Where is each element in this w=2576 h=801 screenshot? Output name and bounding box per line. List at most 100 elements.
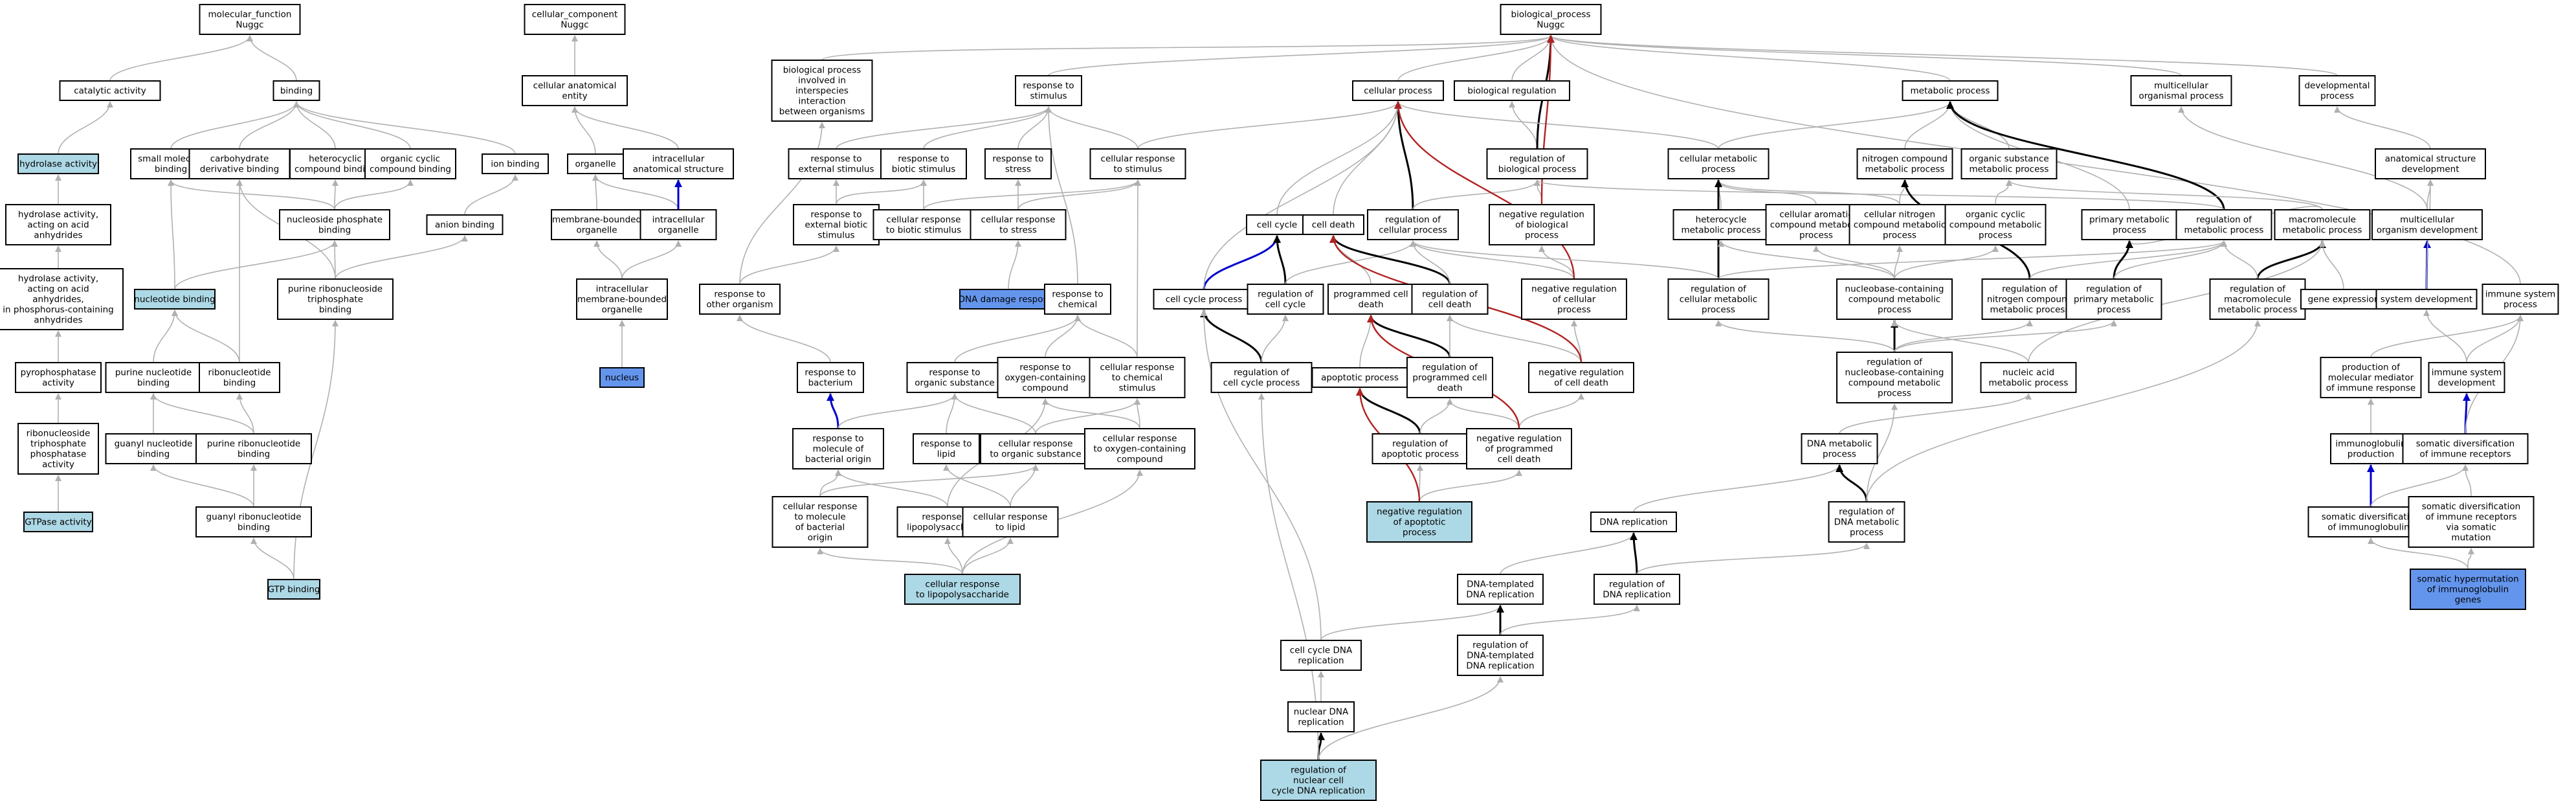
is-a-edge-resp-organic-to-resp-chem [954, 315, 1081, 363]
go-term-node-anion: anion binding [426, 214, 504, 235]
go-term-label-line: cellular_component [532, 9, 617, 19]
is-a-edge-nucphos-bind-to-smallmol [168, 179, 335, 210]
go-term-node-nucleotide-bind: nucleotide binding [134, 289, 216, 310]
is-a-edge-nucleotide-bind-to-smallmol [168, 179, 175, 290]
is-a-edge-guanyl-ribont-to-guanyl-nt [150, 464, 254, 508]
go-term-label-line: negative regulation [1538, 367, 1624, 378]
go-term-label-line: between organisms [779, 106, 865, 117]
go-term-node-cell-proc: cellular process [1352, 80, 1444, 101]
go-term-label-line: phosphatase [30, 449, 87, 459]
go-term-box [1489, 204, 1595, 245]
go-term-box [2130, 75, 2232, 106]
go-term-label-line: response to [714, 289, 765, 299]
go-term-label-line: to oxygen-containing [1094, 444, 1186, 454]
is-a-edge-shm-ig-to-som-div-mut [2467, 548, 2474, 570]
go-term-label-line: cellular nitrogen [1864, 209, 1935, 220]
go-term-box [105, 433, 202, 464]
go-term-label-line: hydrolase activity, [18, 273, 98, 284]
go-term-box [59, 80, 161, 101]
go-term-label-line: regulation of [2086, 284, 2142, 294]
go-term-label-line: regulation of [2196, 214, 2252, 225]
go-term-box [426, 214, 504, 235]
go-term-label-line: metabolic process [1911, 85, 1990, 96]
go-term-box [1247, 284, 1324, 315]
go-term-label-line: nitrogen compound [1987, 294, 2072, 304]
go-term-node-catalytic: catalytic activity [59, 80, 161, 101]
go-term-label-line: of immunoglobulins [2327, 522, 2414, 532]
is-a-edge-cell-resp-chem-to-resp-chem [1074, 315, 1138, 358]
go-term-label-line: regulation of [2230, 284, 2286, 294]
go-term-node-reg-nucbase: regulation ofnucleobase-containingcompou… [1836, 352, 1953, 403]
go-term-box [134, 289, 216, 310]
is-a-edge-cell-resp-lipid-to-resp-lipid [943, 464, 1011, 508]
go-term-box [1044, 284, 1111, 315]
is-a-edge-reg-cell-proc-to-reg-bio [1412, 179, 1540, 210]
is-a-edge-ribont-to-nucleotide-bind [172, 310, 240, 363]
go-term-label-line: response to [898, 153, 949, 164]
go-term-box [906, 362, 1003, 393]
go-term-box [1828, 501, 1905, 543]
go-term-box [1089, 148, 1186, 179]
is-a-edge-smallmol-to-binding [170, 101, 300, 150]
go-term-node-hyd-phos: hydrolase activity,acting on acidanhydri… [0, 268, 124, 330]
is-a-edge-cell-resp-oxy-to-resp-oxy [1042, 398, 1140, 429]
go-term-node-hydrolase: hydrolase activity [17, 153, 99, 174]
go-term-label-line: organelle [601, 304, 642, 315]
go-term-label-line: biological process [783, 65, 861, 75]
go-term-box [576, 278, 668, 320]
is-a-edge-resp-other-to-resp-ext-biotic [739, 245, 839, 285]
is-a-edge-interspecies-to-bp [821, 35, 1554, 61]
is-a-edge-macro-metab-to-org-metab [2006, 179, 2323, 210]
go-term-label-line: cell death [1312, 220, 1355, 230]
go-term-label-line: cellular response [999, 438, 1073, 449]
go-term-label-line: cellular process [1379, 225, 1447, 235]
go-term-label-line: cellular response [973, 512, 1048, 522]
go-term-label-line: binding [137, 449, 170, 459]
go-term-node-organelle: organelle [567, 153, 624, 174]
go-term-label-line: biological process [1498, 164, 1577, 174]
regulates-edge-reg-cell-proc-to-cell-proc [1394, 101, 1414, 210]
is-a-edge-gtp-bind-to-guanyl-ribont [250, 537, 294, 580]
is-a-edge-reg-metab-to-reg-bio [1534, 179, 2225, 210]
go-term-label-line: cell cycle process [1166, 294, 1243, 304]
is-a-edge-cell-resp-organic-to-resp-organic [951, 393, 1036, 434]
go-term-label-line: cellular aromatic [1779, 209, 1852, 220]
go-term-label-line: compound metabolic [1854, 220, 1946, 230]
go-term-box [2065, 278, 2162, 320]
is-a-edge-reg-dna-metab-to-reg-nucbase [1866, 403, 1898, 502]
go-term-label-line: DNA metabolic [1834, 517, 1900, 527]
is-a-edge-som-div-mut-to-som-div [2462, 464, 2472, 497]
go-term-box [788, 148, 885, 179]
is-a-edge-resp-ext-to-resp-stim [836, 106, 1052, 150]
go-term-label-line: negative regulation [1476, 433, 1562, 444]
go-term-label-line: cellular process [1364, 85, 1432, 96]
go-term-label-line: primary metabolic [2074, 294, 2154, 304]
go-term-box [1667, 148, 1770, 179]
go-term-box [272, 80, 320, 101]
is-a-edge-cell-resp-stim-to-cell-proc [1137, 101, 1401, 150]
go-term-label-line: response to [922, 512, 973, 522]
go-term-label-line: membrane-bounded [577, 294, 667, 304]
go-term-label-line: regulation of [1867, 357, 1923, 367]
go-term-label-line: death [1359, 299, 1384, 310]
is-a-edge-reg-dna-rep-to-reg-dna-metab [1636, 543, 1870, 575]
go-term-label-line: oxygen-containing [1005, 372, 1085, 383]
go-term-label-line: metabolic process [2283, 225, 2362, 235]
is-a-edge-reg-nucbase-to-reg-cell-metab [1715, 320, 1895, 353]
go-term-label-line: process [1823, 449, 1856, 459]
go-term-box [771, 60, 873, 122]
is-a-edge-multi-dev-to-multi-org [2178, 106, 2428, 210]
